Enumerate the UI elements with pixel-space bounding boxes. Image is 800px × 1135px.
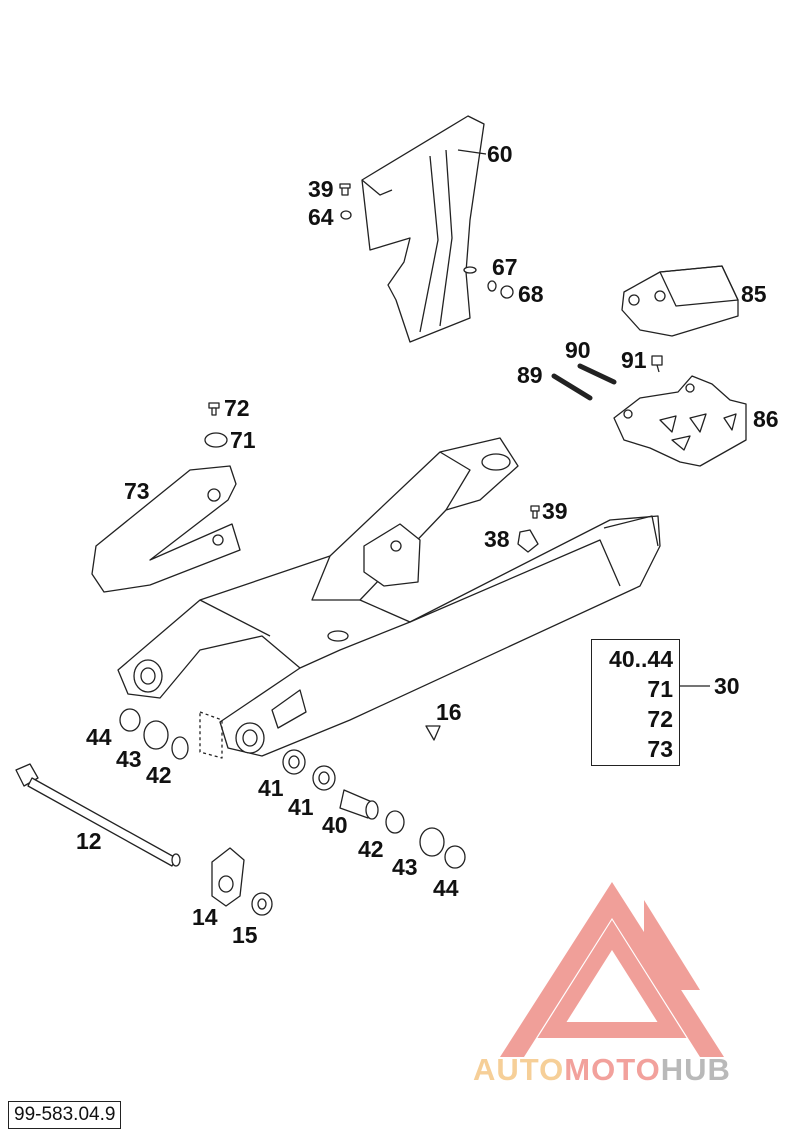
cap-71-part xyxy=(204,432,228,448)
callout-60: 60 xyxy=(487,141,513,167)
kit-contents-box: 40..44 71 72 73 xyxy=(591,639,680,766)
screw-39-part xyxy=(339,183,351,196)
hidden-line xyxy=(199,711,223,759)
nut-68-part xyxy=(500,285,514,299)
chain-guard-part xyxy=(361,115,485,343)
chain-slider-85-part xyxy=(621,265,739,337)
callout-72: 72 xyxy=(224,395,250,421)
callout-16: 16 xyxy=(436,699,462,725)
callout-89: 89 xyxy=(517,362,543,388)
kit-item: 72 xyxy=(647,706,673,732)
nut-15-part xyxy=(251,892,273,916)
callout-67: 67 xyxy=(492,254,518,280)
callout-90: 90 xyxy=(565,337,591,363)
callout-12: 12 xyxy=(76,828,102,854)
kit-item: 71 xyxy=(647,676,673,702)
callout-38: 38 xyxy=(484,526,510,552)
callout-41a: 41 xyxy=(258,775,284,801)
callout-43-right: 43 xyxy=(392,854,418,880)
callout-71: 71 xyxy=(230,427,256,453)
watermark-logo-mark xyxy=(500,882,724,1057)
needle-bearing-41a-part xyxy=(282,749,306,775)
washer-42-left-part xyxy=(171,736,189,760)
watermark-text: AUTOMOTOHUB xyxy=(473,1054,731,1085)
callout-86: 86 xyxy=(753,406,779,432)
spacer-sleeve-40-part xyxy=(339,789,379,820)
washer-64-part xyxy=(340,210,352,220)
screw-39b-part xyxy=(530,505,540,519)
callout-85: 85 xyxy=(741,281,767,307)
leader-lines xyxy=(457,149,710,687)
swing-arm-part xyxy=(117,437,661,757)
callout-15: 15 xyxy=(232,922,258,948)
cap-16-part xyxy=(425,725,441,741)
bolt-89-part xyxy=(551,373,593,401)
chain-adjuster-14-part xyxy=(211,847,245,907)
callout-64: 64 xyxy=(308,204,334,230)
watermark-text-hub: HUB xyxy=(660,1052,731,1087)
callout-42-right: 42 xyxy=(358,836,384,862)
kit-item: 73 xyxy=(647,736,673,762)
callout-42-left: 42 xyxy=(146,762,172,788)
chain-slider-73-part xyxy=(91,465,241,593)
callout-14: 14 xyxy=(192,904,218,930)
watermark-text-auto: AUTO xyxy=(473,1052,565,1087)
bearing-43-right-part xyxy=(419,827,445,857)
document-number: 99-583.04.9 xyxy=(8,1101,122,1129)
bolt-90-part xyxy=(577,363,617,385)
callout-43-left: 43 xyxy=(116,746,142,772)
seal-44-right-part xyxy=(444,845,466,869)
screw-91-part xyxy=(651,355,663,373)
chain-guide-86-part xyxy=(613,375,747,467)
callout-44-right: 44 xyxy=(433,875,459,901)
needle-bearing-41b-part xyxy=(312,765,336,791)
washer-42-right-part xyxy=(385,810,405,834)
callout-73: 73 xyxy=(124,478,150,504)
screw-72-part xyxy=(208,402,220,416)
callout-41b: 41 xyxy=(288,794,314,820)
callout-68: 68 xyxy=(518,281,544,307)
bearing-43-left-part xyxy=(143,720,169,750)
kit-item: 40..44 xyxy=(609,646,673,672)
washer-67-part xyxy=(487,280,497,292)
axle-bolt-12-part xyxy=(15,763,181,867)
seal-44-left-part xyxy=(119,708,141,732)
callout-44-left: 44 xyxy=(86,724,112,750)
bracket-38-part xyxy=(517,529,539,553)
callout-39: 39 xyxy=(308,176,334,202)
callout-39b: 39 xyxy=(542,498,568,524)
callout-40: 40 xyxy=(322,812,348,838)
callout-91: 91 xyxy=(621,347,647,373)
watermark-text-moto: MOTO xyxy=(564,1052,661,1087)
callout-30: 30 xyxy=(714,673,740,699)
